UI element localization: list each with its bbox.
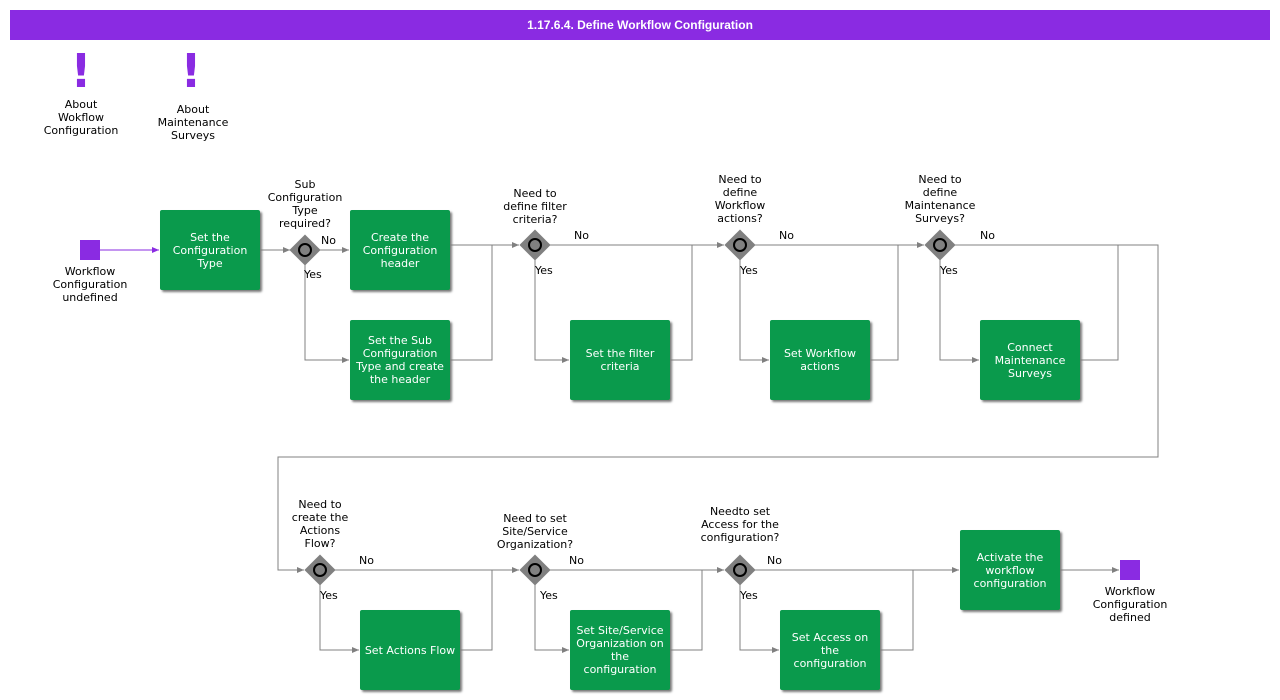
- flow-label-yes: Yes: [740, 264, 758, 277]
- task-label: Set the filter criteria: [585, 347, 655, 373]
- flow-label-yes: Yes: [320, 589, 338, 602]
- flow-label-yes: Yes: [535, 264, 553, 277]
- flow-label-no: No: [767, 554, 782, 567]
- diagram-title: 1.17.6.4. Define Workflow Configuration: [10, 10, 1270, 40]
- end-event[interactable]: [1120, 560, 1140, 580]
- task-label: Activate the workflow configuration: [973, 550, 1047, 590]
- task-set-site-service-organization[interactable]: Set Site/Service Organization on the con…: [570, 610, 670, 690]
- flow-label-yes: Yes: [740, 589, 758, 602]
- gateway-label: Need to create the Actions Flow?: [291, 498, 349, 550]
- task-set-workflow-actions[interactable]: Set Workflow actions: [770, 320, 870, 400]
- note-about-workflow: About Wokflow Configuration: [43, 98, 119, 137]
- task-create-configuration-header[interactable]: Create the Configuration header: [350, 210, 450, 290]
- flow-label-yes: Yes: [940, 264, 958, 277]
- task-label: Set Site/Service Organization on the con…: [576, 624, 664, 676]
- task-label: Set Access on the configuration: [791, 630, 869, 670]
- task-set-configuration-type[interactable]: Set the Configuration Type: [160, 210, 260, 290]
- gateway-label: Needto set Access for the configuration?: [700, 505, 780, 544]
- gateway-label: Need to set Site/Service Organization?: [496, 512, 574, 551]
- gateway-label: Need to define Maintenance Surveys?: [904, 173, 976, 225]
- flow-label-no: No: [569, 554, 584, 567]
- task-set-access[interactable]: Set Access on the configuration: [780, 610, 880, 690]
- gateway-label: Need to define filter criteria?: [503, 187, 567, 226]
- task-label: Set Actions Flow: [364, 643, 456, 657]
- flow-label-no: No: [779, 229, 794, 242]
- task-label: Set Workflow actions: [783, 347, 857, 373]
- task-activate-workflow-configuration[interactable]: Activate the workflow configuration: [960, 530, 1060, 610]
- gateway-label: Sub Configuration Type required?: [267, 178, 343, 230]
- note-exclamation-icon: !: [180, 44, 202, 98]
- gateway-label: Need to define Workflow actions?: [714, 173, 766, 225]
- flow-label-no: No: [574, 229, 589, 242]
- start-event-label: Workflow Configuration undefined: [52, 265, 128, 304]
- start-event[interactable]: [80, 240, 100, 260]
- flow-label-no: No: [359, 554, 374, 567]
- task-set-filter-criteria[interactable]: Set the filter criteria: [570, 320, 670, 400]
- flow-label-yes: Yes: [304, 268, 322, 281]
- task-connect-maintenance-surveys[interactable]: Connect Maintenance Surveys: [980, 320, 1080, 400]
- task-label: Create the Configuration header: [362, 230, 438, 270]
- flow-label-no: No: [980, 229, 995, 242]
- task-set-sub-configuration-type[interactable]: Set the Sub Configuration Type and creat…: [350, 320, 450, 400]
- task-label: Connect Maintenance Surveys: [994, 340, 1066, 380]
- flow-label-no: No: [321, 234, 336, 247]
- note-exclamation-icon: !: [70, 44, 92, 98]
- end-event-label: Workflow Configuration defined: [1092, 585, 1168, 624]
- task-set-actions-flow[interactable]: Set Actions Flow: [360, 610, 460, 690]
- flow-label-yes: Yes: [540, 589, 558, 602]
- note-about-surveys: About Maintenance Surveys: [157, 103, 229, 142]
- task-label: Set the Configuration Type: [172, 230, 248, 270]
- task-label: Set the Sub Configuration Type and creat…: [356, 334, 444, 386]
